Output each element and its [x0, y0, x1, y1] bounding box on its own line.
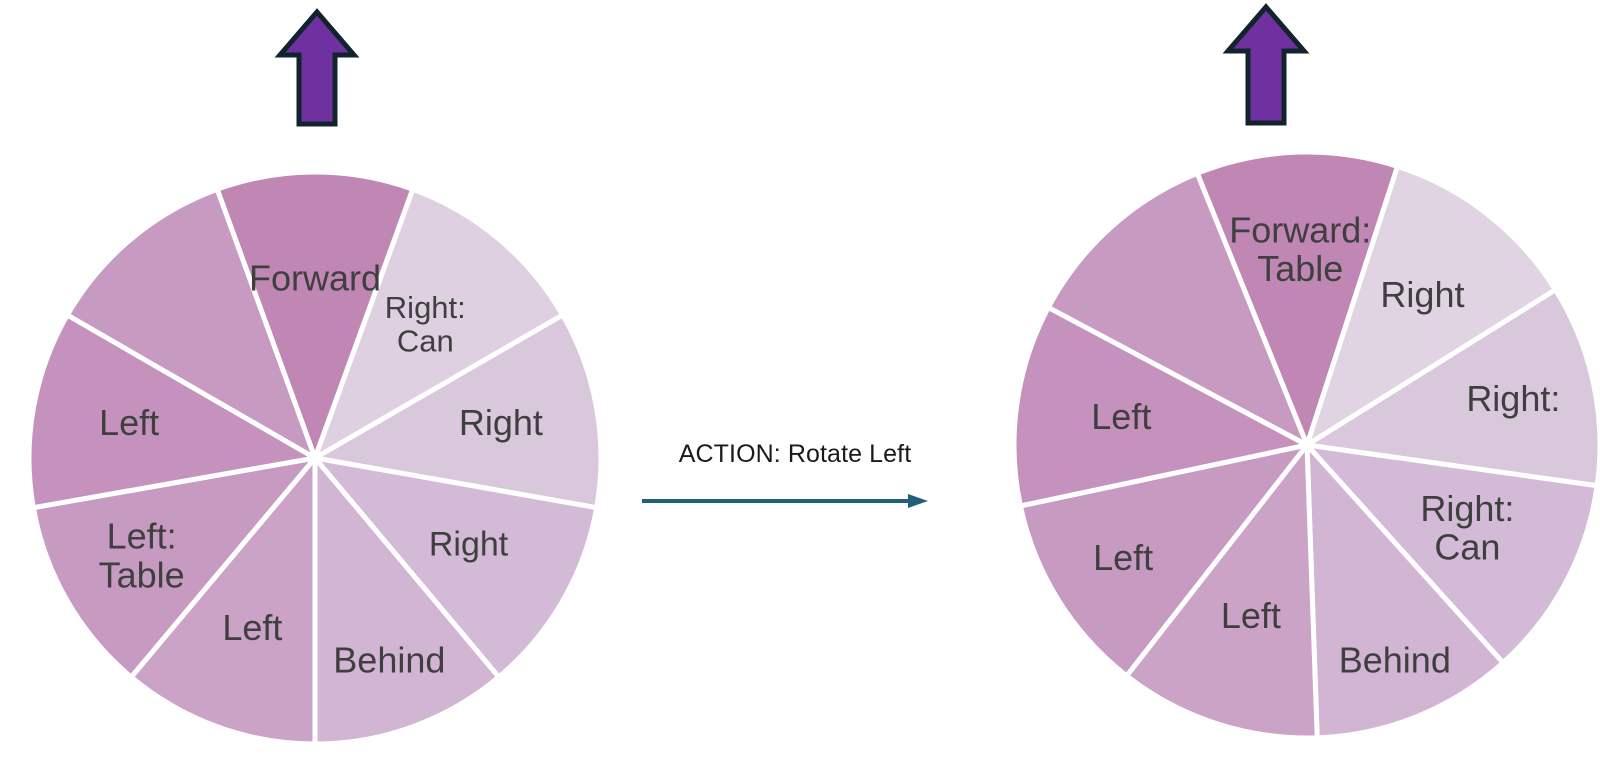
pie-slice[interactable] [214, 169, 416, 461]
action-annotation: ACTION: Rotate Left [640, 440, 950, 511]
pie-slice[interactable] [64, 186, 318, 461]
pie-slice-label: Right:Can [1420, 487, 1514, 567]
pie-slice-label: Right [1380, 274, 1464, 315]
pie-chart-after-svg: Forward:TableRightRight:Right:CanBehindL… [1011, 149, 1603, 741]
pie-slice-label-line: Forward: [1229, 209, 1371, 250]
up-arrow-shape [274, 8, 360, 127]
action-label: ACTION: Rotate Left [678, 440, 912, 468]
pie-slice-label-line: Left [1091, 395, 1151, 436]
pie-slice-label-line: Right [429, 526, 509, 564]
pie-slice[interactable] [1304, 442, 1600, 666]
up-arrow-icon [274, 8, 360, 127]
pie-slice-label-line: Left [222, 607, 282, 648]
arrow-head [908, 494, 928, 508]
pie-slice-label: Left [1091, 395, 1151, 436]
pie-slice-label-line: Can [1434, 526, 1500, 567]
pie-slice-label-line: Right [1380, 274, 1464, 315]
pie-slice-label-line: Left [1093, 536, 1153, 577]
pie-slice-label-line: Table [1257, 248, 1343, 289]
pie-slice-label: Left [1093, 536, 1153, 577]
pie-slice-label-line: Left: [107, 515, 177, 556]
pie-slice[interactable] [312, 455, 502, 747]
pie-slice-label: Left [1221, 594, 1281, 635]
action-arrow [640, 491, 930, 511]
pie-slice-label-line: Left [1221, 594, 1281, 635]
pie-slice-label: Behind [1339, 639, 1451, 680]
pie-slice-label: Right:Can [385, 290, 466, 358]
pie-slice-label: Forward:Table [1229, 209, 1371, 289]
pie-slice-label-line: Table [99, 554, 185, 595]
pie-slice-label: Right [429, 526, 509, 564]
pie-slice[interactable] [1304, 287, 1603, 489]
pie-slice[interactable] [1124, 442, 1320, 741]
pie-slice-label: Behind [333, 639, 445, 680]
pie-slice[interactable] [312, 312, 604, 511]
pie-slice-label: Right: [1466, 378, 1560, 419]
pie-slice[interactable] [312, 186, 566, 461]
heading-arrow-before [274, 8, 360, 128]
up-arrow-icon [1222, 3, 1310, 126]
pie-slice-label-line: Right: [1420, 487, 1514, 528]
right-arrow-icon [642, 494, 928, 508]
heading-arrow-after [1222, 3, 1310, 127]
pie-slice-label: Left [222, 607, 282, 648]
pie-chart-before-svg: ForwardRight:CanRightRightBehindLeftLeft… [26, 169, 604, 747]
pie-slice-label-line: Right: [385, 290, 466, 325]
pie-slice-label-line: Behind [1339, 639, 1451, 680]
pie-slice[interactable] [1194, 149, 1401, 448]
pie-slice[interactable] [26, 312, 318, 511]
pie-slice-label: Forward [249, 257, 381, 298]
pie-slice[interactable] [1011, 304, 1310, 509]
pie-slice-label: Left [99, 402, 159, 443]
pie-slice-label-line: Behind [333, 639, 445, 680]
pie-slice[interactable] [1017, 442, 1310, 679]
up-arrow-shape [1222, 3, 1310, 126]
pie-slice-label-line: Right [459, 402, 543, 443]
pie-slice[interactable] [30, 455, 318, 680]
pie-slice-label: Left:Table [99, 515, 185, 595]
pie-slice[interactable] [1304, 163, 1558, 448]
pie-slice-label: Right [459, 402, 543, 443]
pie-slice-label-line: Forward [249, 257, 381, 298]
pie-slice[interactable] [1045, 170, 1310, 448]
pie-slice-label-line: Right: [1466, 378, 1560, 419]
pie-slice[interactable] [128, 455, 318, 747]
pie-slice[interactable] [312, 455, 600, 680]
pie-slice-label-line: Can [397, 323, 454, 358]
pie-slice[interactable] [1304, 442, 1506, 741]
pie-slice-label-line: Left [99, 402, 159, 443]
